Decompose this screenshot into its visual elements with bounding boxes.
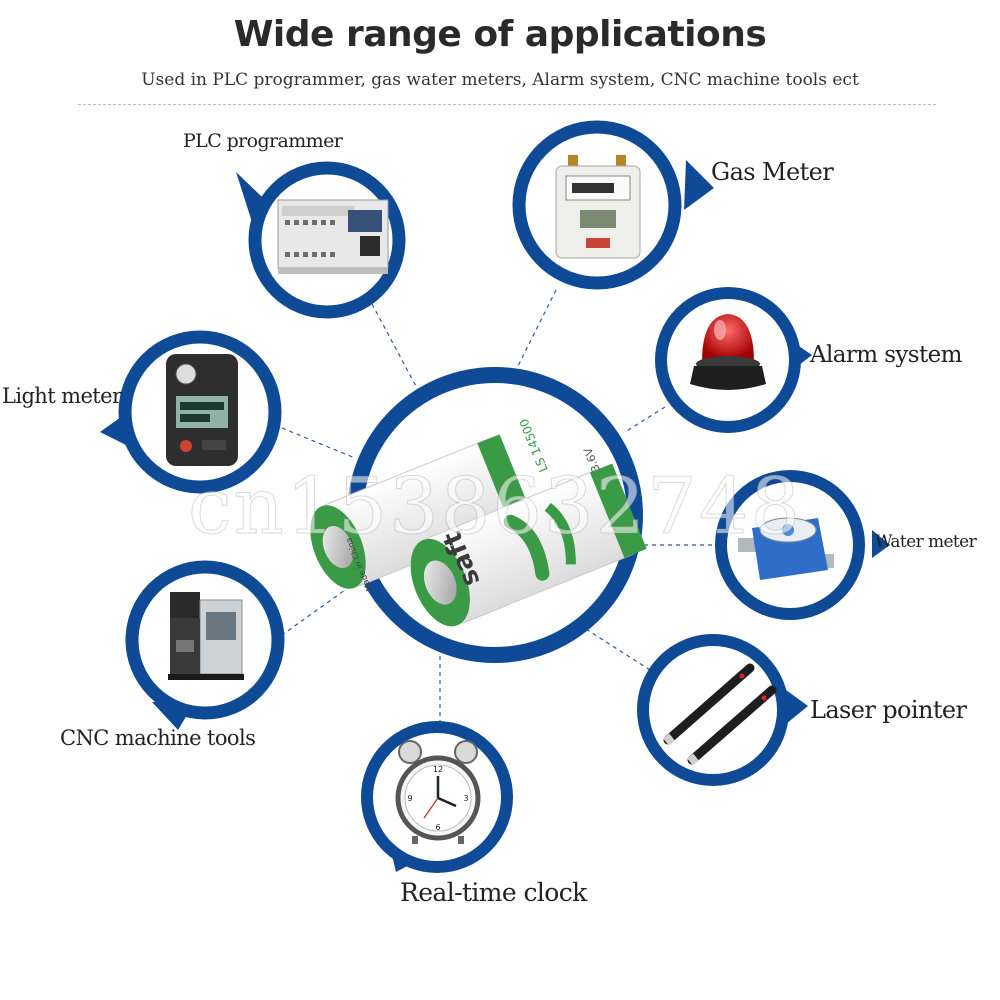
svg-text:9: 9 <box>407 794 412 803</box>
cnc-machine-icon <box>168 592 244 680</box>
center-battery-node: saft LS 14500 3.6V Made in China <box>310 367 647 663</box>
laser-pointer-node <box>637 634 808 786</box>
alarm-system-node <box>655 287 812 433</box>
gas-meter-icon <box>555 155 641 259</box>
label-alarm-system: Alarm system <box>810 342 962 368</box>
gas-meter-node <box>512 120 714 290</box>
page-title: Wide range of applications <box>233 14 767 55</box>
alarm-light-icon <box>690 314 766 390</box>
water-meter-icon <box>738 517 834 580</box>
water-meter-node <box>715 470 890 620</box>
header-divider <box>78 104 936 105</box>
clock-node: 12 3 6 9 <box>361 721 513 873</box>
gas-pointer <box>684 160 714 210</box>
page-subtitle: Used in PLC programmer, gas water meters… <box>141 70 859 90</box>
label-plc-programmer: PLC programmer <box>183 130 343 152</box>
label-real-time-clock: Real-time clock <box>400 878 587 907</box>
label-cnc-machine-tools: CNC machine tools <box>60 726 256 750</box>
plc-programmer-node <box>236 161 406 319</box>
svg-text:6: 6 <box>435 823 440 832</box>
alarm-clock-icon: 12 3 6 9 <box>395 740 481 844</box>
label-water-meter: Water meter <box>875 532 977 552</box>
cnc-node <box>125 560 285 730</box>
svg-text:12: 12 <box>433 765 443 774</box>
plc-unit-icon <box>277 199 389 274</box>
label-light-meter: Light meter <box>2 384 122 408</box>
laser-pointer-icon <box>663 663 777 766</box>
water-pointer <box>872 530 890 558</box>
label-gas-meter: Gas Meter <box>711 158 834 186</box>
svg-text:3: 3 <box>463 794 468 803</box>
watermark: cn1538632748 <box>187 462 803 553</box>
laser-pointer-tab <box>786 690 808 724</box>
light-meter-node <box>100 330 282 494</box>
laser-ring <box>637 634 789 786</box>
light-meter-icon <box>166 354 238 466</box>
battery-icon: saft LS 14500 3.6V Made in China <box>310 417 647 627</box>
label-laser-pointer: Laser pointer <box>810 696 967 724</box>
